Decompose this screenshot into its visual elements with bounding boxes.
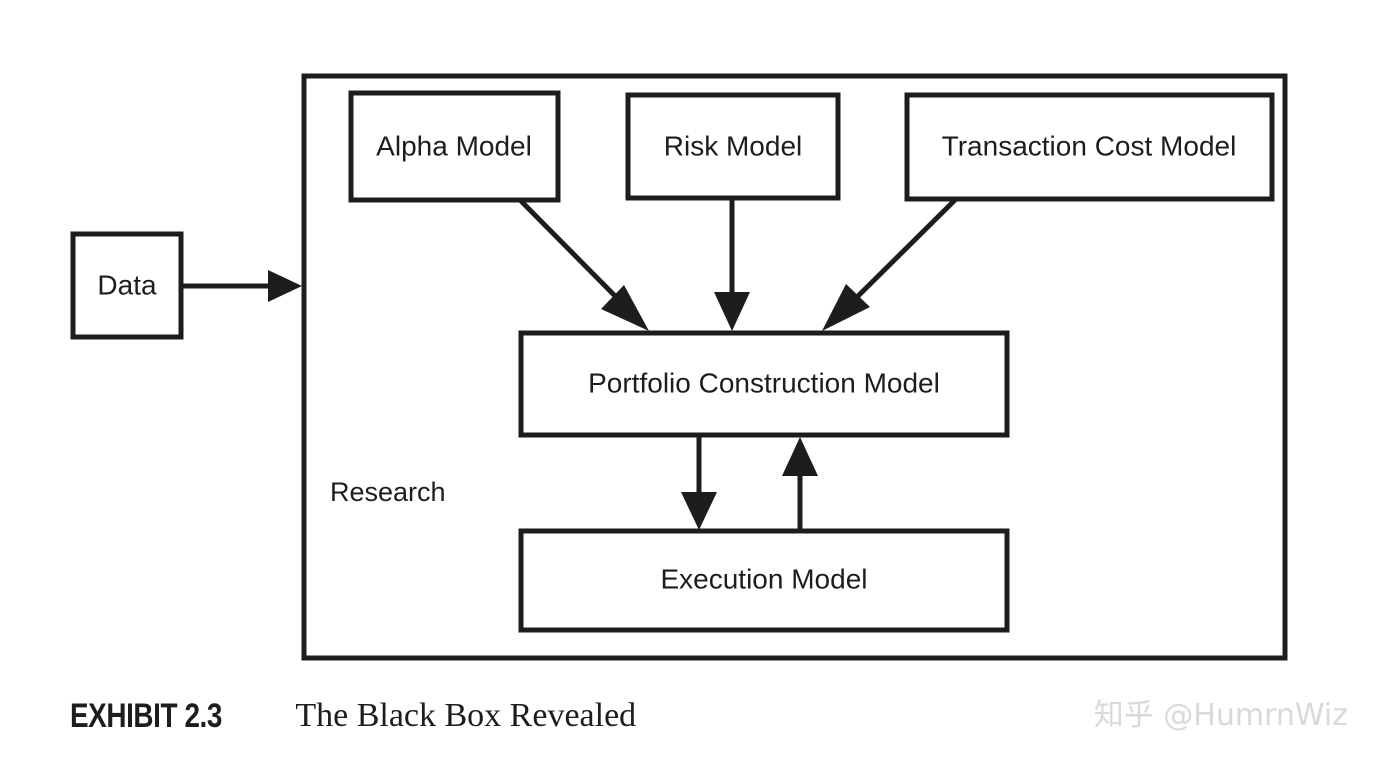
exhibit-number-label: EXHIBIT 2.3 xyxy=(70,696,222,735)
execution-model-label: Execution Model xyxy=(660,563,867,594)
edge-execution-to-portfolio xyxy=(782,437,818,529)
risk-model-label: Risk Model xyxy=(664,130,802,161)
edge-transaction-cost-to-portfolio-line xyxy=(849,198,957,305)
edge-portfolio-to-execution-arrowhead xyxy=(681,492,717,530)
exhibit-title-label: The Black Box Revealed xyxy=(295,697,637,734)
research-container-label: Research xyxy=(330,477,446,507)
node-alpha-model: Alpha Model xyxy=(348,90,561,203)
edge-portfolio-to-execution xyxy=(681,436,717,530)
alpha-model-box xyxy=(348,90,561,203)
data-box-label: Data xyxy=(97,269,157,300)
portfolio-construction-model-box xyxy=(518,330,1010,438)
edge-alpha-to-portfolio-arrowhead xyxy=(601,285,649,331)
data-box xyxy=(70,231,184,340)
node-data: Data xyxy=(70,231,184,340)
transaction-cost-model-label: Transaction Cost Model xyxy=(942,130,1237,161)
edge-transaction-cost-to-portfolio-arrowhead xyxy=(822,284,870,331)
edge-execution-to-portfolio-arrowhead xyxy=(782,437,818,476)
node-transaction-cost-model: Transaction Cost Model xyxy=(904,92,1275,202)
node-execution-model: Execution Model xyxy=(518,528,1010,633)
edge-data-to-research-arrowhead xyxy=(268,270,302,302)
watermark-label: 知乎 @HumrnWiz xyxy=(1093,698,1348,733)
portfolio-construction-model-label: Portfolio Construction Model xyxy=(588,367,940,398)
edge-data-to-research xyxy=(181,270,302,302)
research-container-box xyxy=(301,73,1288,661)
risk-model-box xyxy=(625,92,841,201)
node-portfolio-construction-model: Portfolio Construction Model xyxy=(518,330,1010,438)
alpha-model-label: Alpha Model xyxy=(376,130,532,161)
exhibit-caption: EXHIBIT 2.3 The Black Box Revealed xyxy=(0,686,1376,746)
execution-model-box xyxy=(518,528,1010,633)
edge-alpha-to-portfolio-line xyxy=(519,199,623,304)
node-risk-model: Risk Model xyxy=(625,92,841,201)
transaction-cost-model-box xyxy=(904,92,1275,202)
edge-transaction-cost-to-portfolio xyxy=(822,198,957,331)
edge-risk-to-portfolio xyxy=(714,199,750,331)
edge-alpha-to-portfolio xyxy=(519,199,649,331)
edge-risk-to-portfolio-arrowhead xyxy=(714,292,750,331)
